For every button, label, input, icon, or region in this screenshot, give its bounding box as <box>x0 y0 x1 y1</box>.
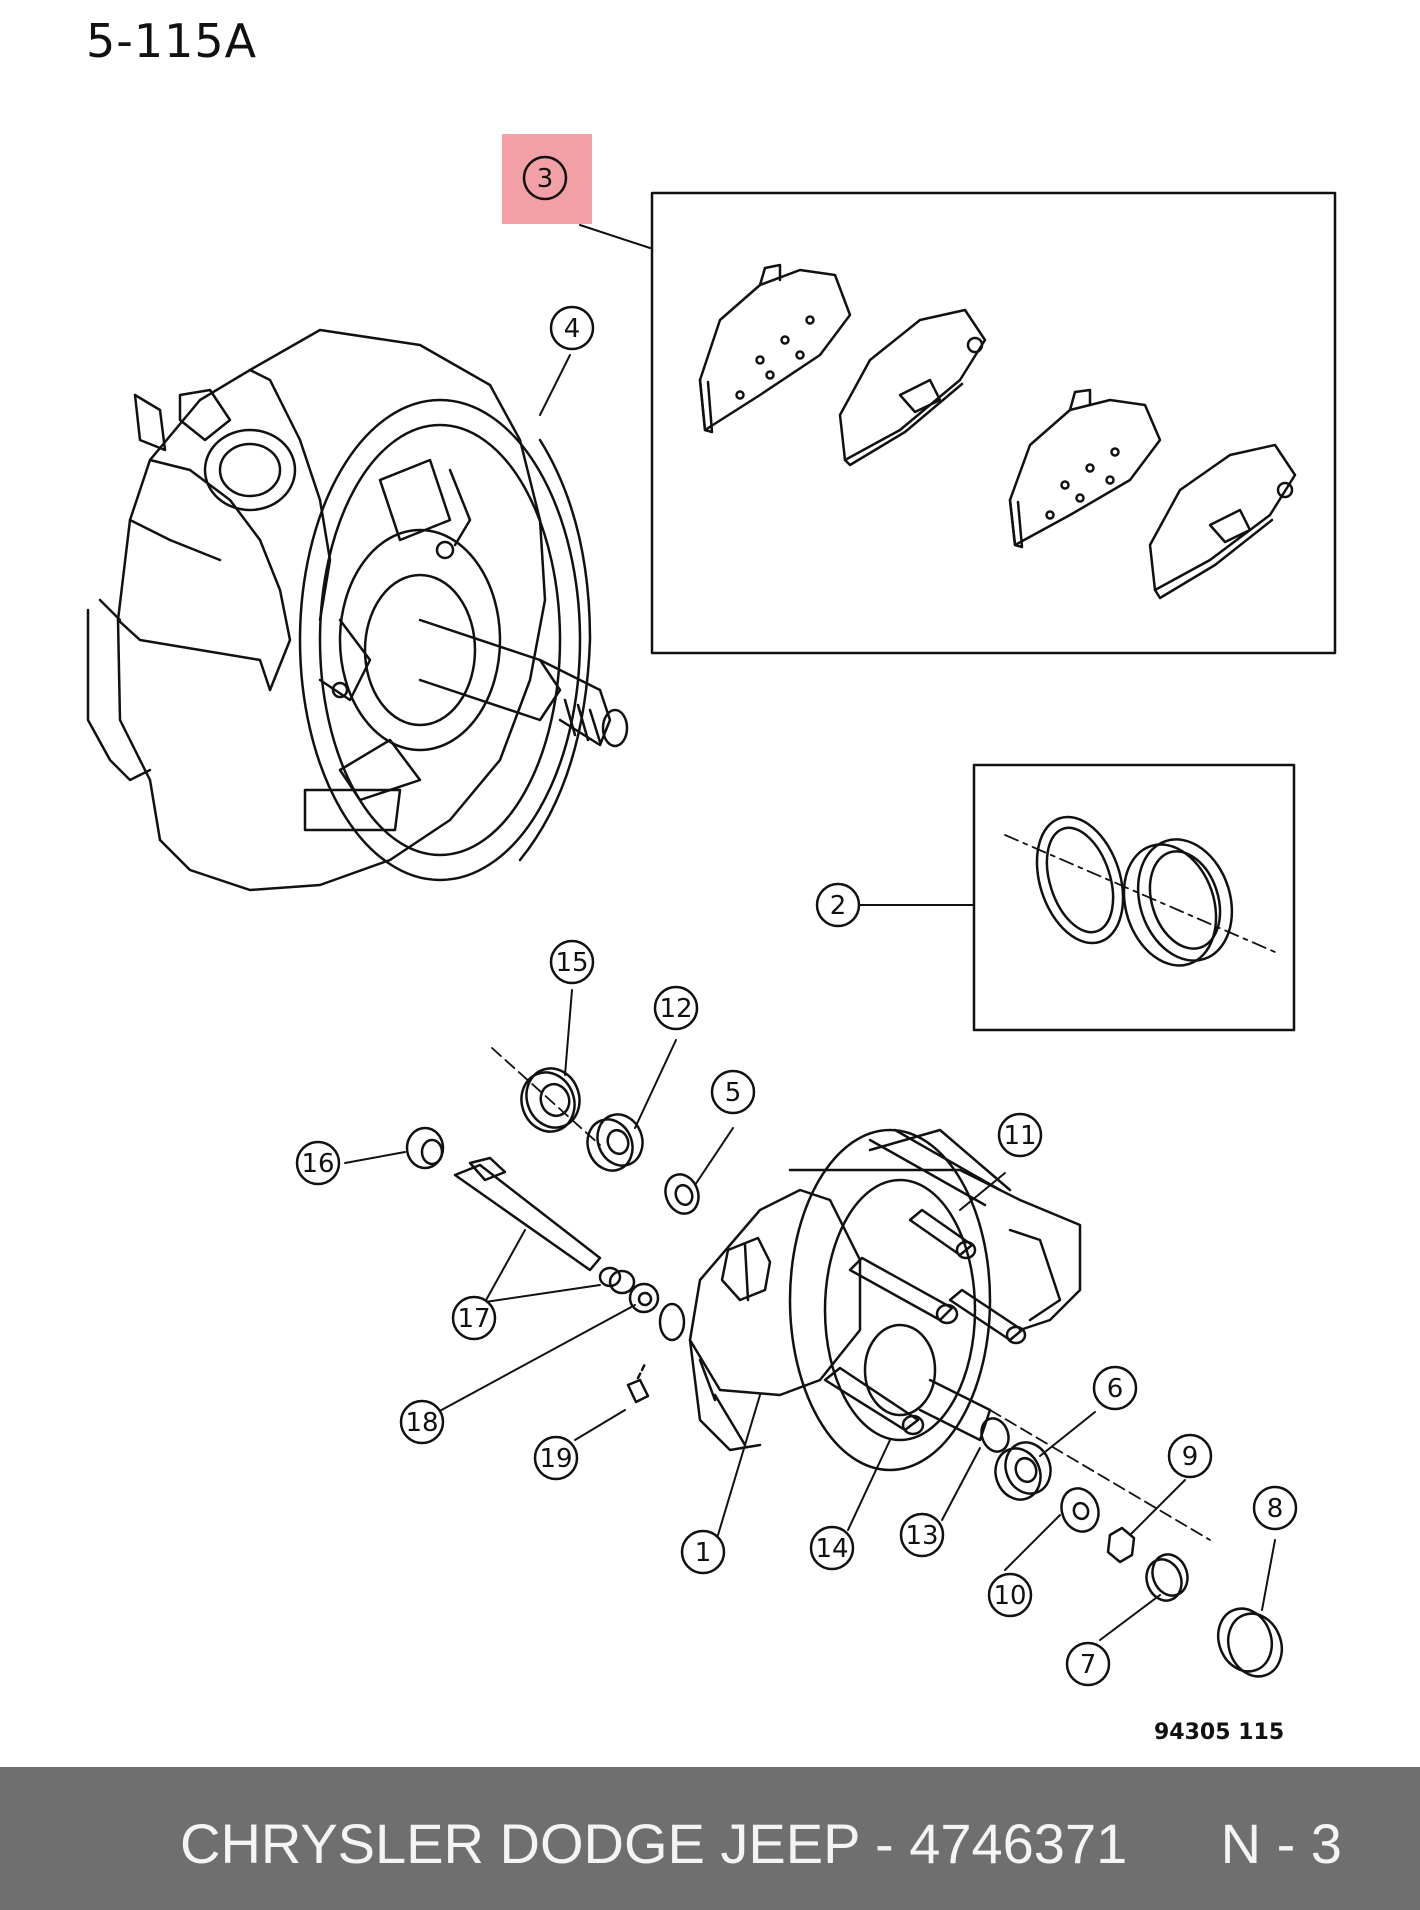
callout-number: 13 <box>905 1521 938 1551</box>
figure-number: 94305 115 <box>1154 1720 1285 1745</box>
callout-circle <box>899 1512 945 1558</box>
callout-2: 2 <box>815 882 861 928</box>
callout-number: 7 <box>1080 1650 1097 1680</box>
callout-circle <box>815 882 861 928</box>
callout-3: 3 <box>522 155 568 201</box>
callout-18: 18 <box>399 1399 445 1445</box>
callout-circle <box>451 1295 497 1341</box>
callout-number: 4 <box>564 314 581 344</box>
callout-6: 6 <box>1092 1365 1138 1411</box>
brake-pad-box <box>650 191 1337 655</box>
callout-circle <box>1065 1641 1111 1687</box>
callout-9: 9 <box>1167 1433 1213 1479</box>
callout-circle <box>522 155 568 201</box>
callout-12: 12 <box>653 985 699 1031</box>
callout-circle <box>1092 1365 1138 1411</box>
caliper-rotor-assembly <box>86 328 629 892</box>
callout-number: 8 <box>1267 1494 1284 1524</box>
callout-14: 14 <box>809 1525 855 1571</box>
callout-19: 19 <box>533 1435 579 1481</box>
callout-4: 4 <box>549 305 595 351</box>
callout-16: 16 <box>295 1140 341 1186</box>
highlight-callout-3 <box>502 134 592 224</box>
footer-caption: CHRYSLER DODGE JEEP - 4746371 N - 3 <box>180 1812 1342 1875</box>
callout-17: 17 <box>451 1295 497 1341</box>
callout-number: 17 <box>457 1304 490 1334</box>
callout-number: 1 <box>695 1538 712 1568</box>
callout-circle <box>399 1399 445 1445</box>
callout-number: 12 <box>659 994 692 1024</box>
callout-number: 15 <box>555 948 588 978</box>
exploded-parts <box>405 1047 1284 1678</box>
callout-10: 10 <box>987 1572 1033 1618</box>
callout-number: 18 <box>405 1408 438 1438</box>
callout-circle <box>653 985 699 1031</box>
callout-7: 7 <box>1065 1641 1111 1687</box>
callout-number: 5 <box>725 1078 742 1108</box>
callout-circle <box>809 1525 855 1571</box>
callout-circle <box>549 305 595 351</box>
callout-1: 1 <box>680 1529 726 1575</box>
brake-pads-illustration <box>698 263 1297 600</box>
callout-number: 19 <box>539 1444 572 1474</box>
seal-kit-box <box>972 763 1296 1032</box>
callout-number: 16 <box>301 1149 334 1179</box>
callout-number: 10 <box>993 1581 1026 1611</box>
callout-11: 11 <box>997 1112 1043 1158</box>
callout-13: 13 <box>899 1512 945 1558</box>
leader-lines <box>344 224 1276 1641</box>
page-title: 5-115A <box>86 14 258 68</box>
callout-circle <box>997 1112 1043 1158</box>
callout-number: 9 <box>1182 1442 1199 1472</box>
callout-circle <box>987 1572 1033 1618</box>
callout-circle <box>295 1140 341 1186</box>
footer-bar: CHRYSLER DODGE JEEP - 4746371 N - 3 <box>0 1767 1420 1910</box>
callout-5: 5 <box>710 1069 756 1115</box>
callout-number: 3 <box>537 164 554 194</box>
callout-circle <box>680 1529 726 1575</box>
seals-illustration <box>1004 815 1276 967</box>
callout-15: 15 <box>549 939 595 985</box>
callout-number: 6 <box>1107 1374 1124 1404</box>
callout-circle <box>1167 1433 1213 1479</box>
callout-number: 14 <box>815 1534 848 1564</box>
callout-number: 11 <box>1003 1121 1036 1151</box>
callout-circle <box>710 1069 756 1115</box>
callout-number: 2 <box>830 891 847 921</box>
callout-circle <box>1252 1485 1298 1531</box>
callout-circle <box>533 1435 579 1481</box>
callout-8: 8 <box>1252 1485 1298 1531</box>
callout-circle <box>549 939 595 985</box>
